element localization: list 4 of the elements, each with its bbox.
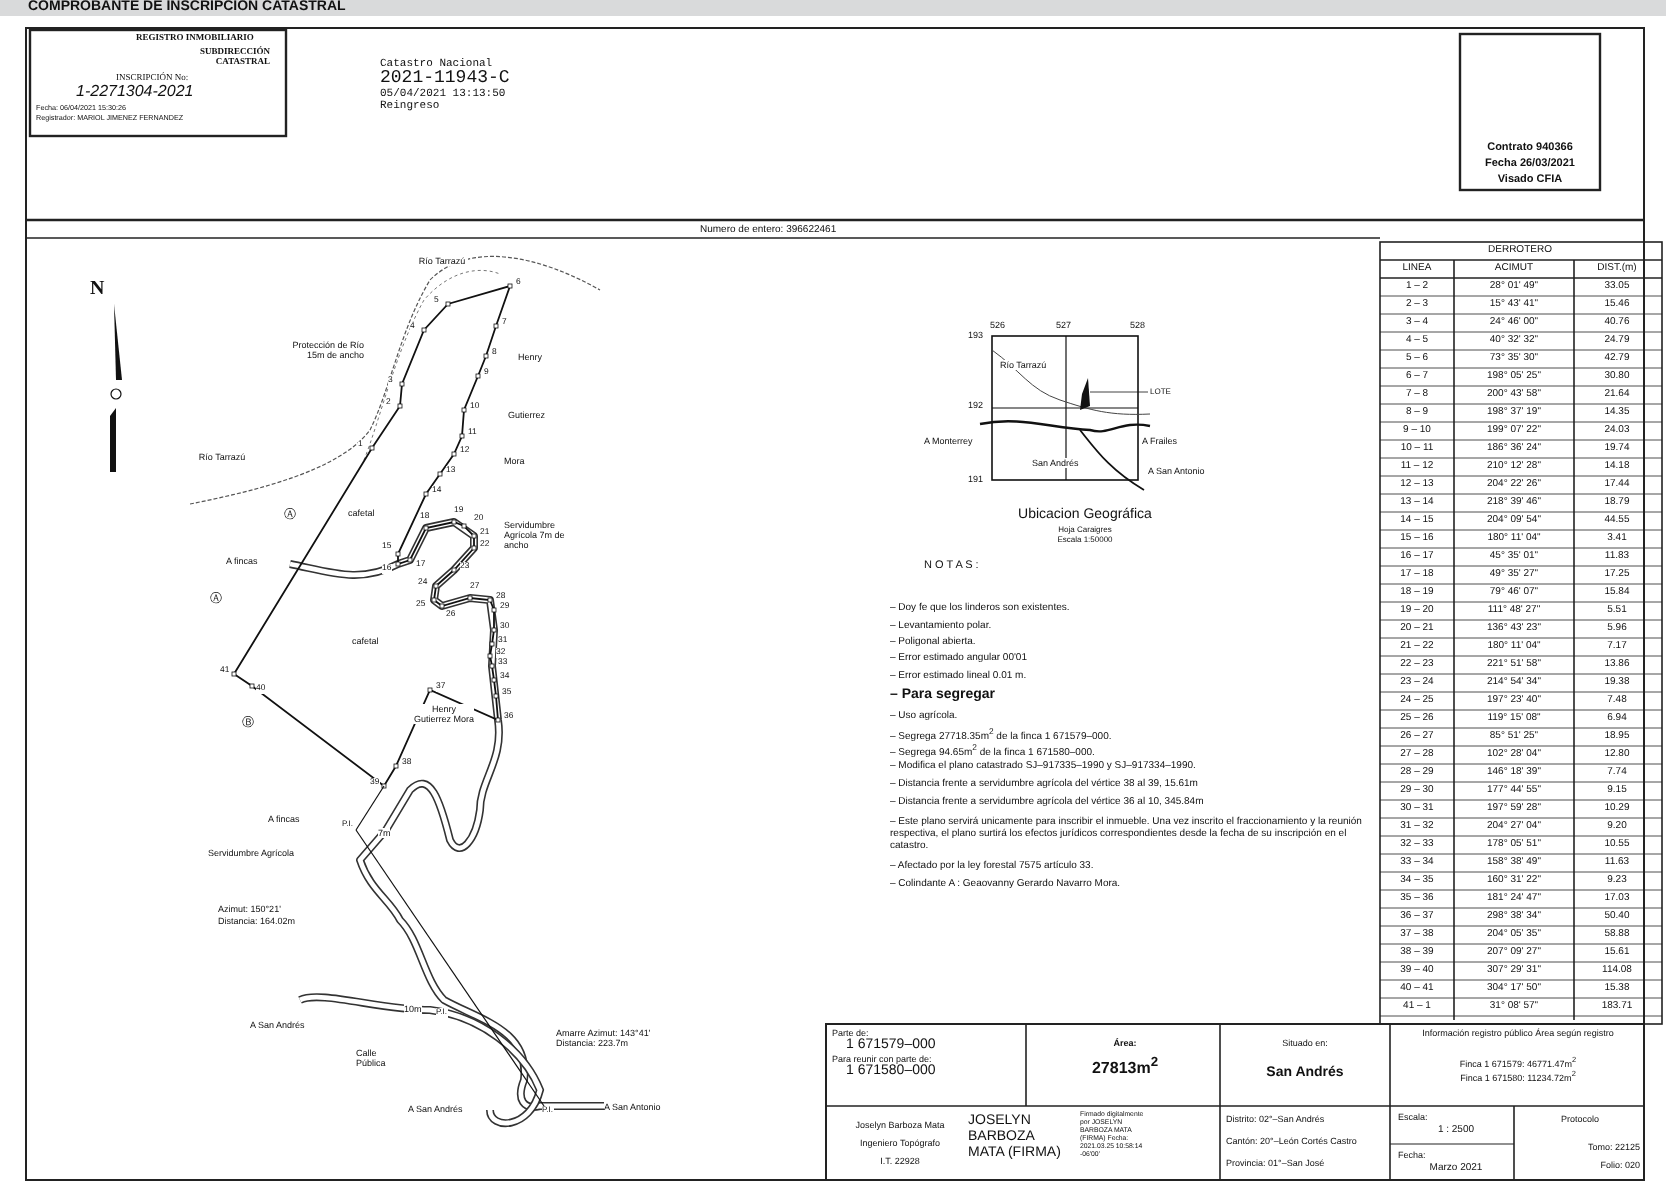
- area-value: 27813m$^{2}$: [1089, 1056, 1161, 1078]
- inscription-number: 1-2271304-2021: [76, 82, 194, 101]
- north-label: N: [90, 278, 105, 301]
- cadastre-number: 2021-11943-C: [380, 68, 510, 88]
